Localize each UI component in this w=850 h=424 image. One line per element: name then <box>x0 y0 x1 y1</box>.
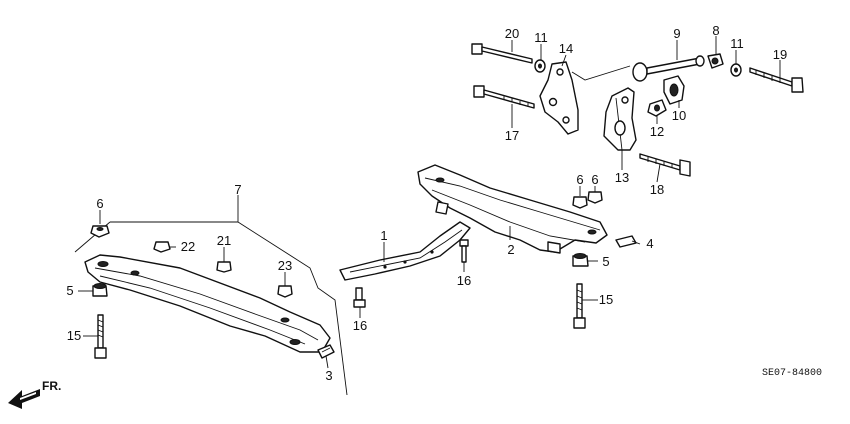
callout-16-upper: 16 <box>457 273 471 288</box>
stabilizer-link-9 <box>632 55 705 82</box>
callout-21: 21 <box>217 233 231 248</box>
callout-11-left: 11 <box>534 30 548 45</box>
callout-15-right: 15 <box>599 292 613 307</box>
leader-lines <box>78 36 781 369</box>
callout-15-left: 15 <box>67 328 81 343</box>
callout-19: 19 <box>773 47 787 62</box>
callout-23: 23 <box>278 258 292 273</box>
callout-20: 20 <box>505 26 519 41</box>
bolt-17 <box>473 85 535 109</box>
bushing-8 <box>707 53 724 69</box>
callout-2: 2 <box>507 242 514 257</box>
bracket-13 <box>603 87 637 151</box>
callout-6-right-a: 6 <box>576 172 583 187</box>
bolt-15-right <box>573 283 586 329</box>
callout-11-right: 11 <box>730 36 744 51</box>
callout-1: 1 <box>380 228 387 243</box>
callout-12: 12 <box>650 124 664 139</box>
group-bracket-right <box>237 221 348 396</box>
washer-11-right <box>730 63 742 77</box>
callout-6-right-b: 6 <box>591 172 598 187</box>
callout-18: 18 <box>650 182 664 197</box>
nut-23 <box>277 285 293 298</box>
rubber-mount-5-right <box>572 253 589 267</box>
leader-14-9 <box>571 65 631 81</box>
clip-3 <box>317 344 335 359</box>
rear-crossmember-2 <box>417 164 608 254</box>
group-bracket-top <box>110 195 239 223</box>
callout-9: 9 <box>673 26 680 41</box>
bolt-16-lower <box>353 287 366 308</box>
callout-5-left: 5 <box>66 283 73 298</box>
nut-22 <box>153 241 171 253</box>
front-direction-label: FR. <box>42 379 61 393</box>
callout-17: 17 <box>505 128 519 143</box>
diagram-code: SE07-84800 <box>762 368 822 379</box>
callout-6-left: 6 <box>96 196 103 211</box>
bushing-10 <box>663 75 685 105</box>
flange-nut-6-right-b <box>587 191 603 204</box>
bolt-16-upper <box>459 239 469 263</box>
flange-nut-6-right-a <box>572 196 588 209</box>
callout-14: 14 <box>559 41 573 56</box>
washer-11-left <box>534 59 546 73</box>
bushing-12 <box>647 99 667 117</box>
bolt-19 <box>749 67 804 93</box>
rubber-mount-5-left <box>92 283 108 297</box>
nut-21 <box>216 261 232 273</box>
callout-3: 3 <box>325 368 332 383</box>
clip-4 <box>615 235 637 248</box>
callout-8: 8 <box>712 23 719 38</box>
callout-13: 13 <box>615 170 629 185</box>
bolt-20 <box>471 43 533 64</box>
callout-16-lower: 16 <box>353 318 367 333</box>
callout-7: 7 <box>234 182 241 197</box>
front-crossmember <box>84 254 331 353</box>
flange-nut-6-left <box>90 225 110 238</box>
bolt-18 <box>639 153 691 177</box>
callout-10: 10 <box>672 108 686 123</box>
subframe-beam-1 <box>339 221 471 281</box>
bolt-15-left <box>94 314 107 359</box>
bracket-14 <box>539 61 579 135</box>
callout-5-right: 5 <box>602 254 609 269</box>
callout-4: 4 <box>646 236 653 251</box>
front-direction-arrow-icon <box>8 389 40 409</box>
callout-22: 22 <box>181 239 195 254</box>
